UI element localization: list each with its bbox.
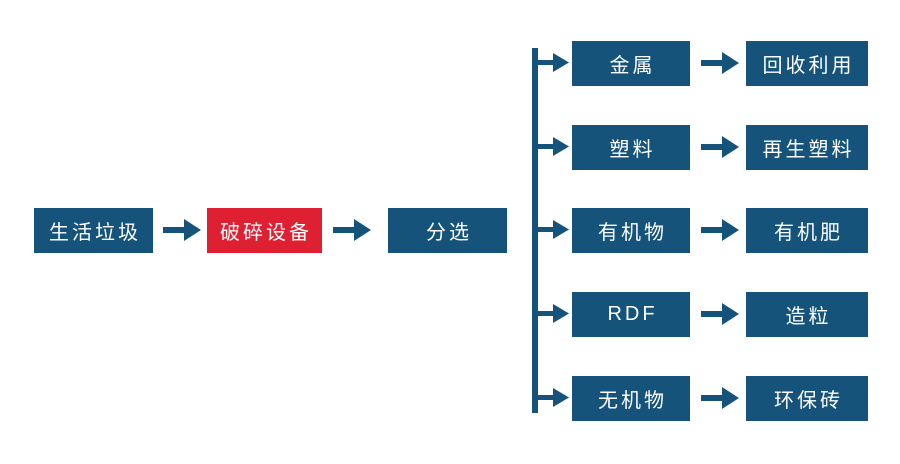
arrow-right-icon xyxy=(700,300,740,328)
branch-node-recycled-plastic: 再生塑料 xyxy=(746,125,868,170)
branch-node-eco-brick: 环保砖 xyxy=(746,376,868,421)
branch-node-recycling: 回收利用 xyxy=(746,41,868,86)
branch-node-plastic: 塑料 xyxy=(572,125,690,170)
flow-node-sorting: 分选 xyxy=(388,208,507,253)
arrow-right-icon xyxy=(534,384,570,412)
branch-node-inorganic-matter: 无机物 xyxy=(572,376,690,421)
arrow-right-icon xyxy=(534,216,570,244)
arrow-right-icon xyxy=(534,49,570,77)
arrow-right-icon xyxy=(534,300,570,328)
branch-node-organic-fertilizer: 有机肥 xyxy=(746,208,868,253)
branch-node-granulation: 造粒 xyxy=(746,292,868,337)
branch-node-organic-matter: 有机物 xyxy=(572,208,690,253)
arrow-right-icon xyxy=(162,216,202,244)
branch-node-rdf: RDF xyxy=(572,292,690,337)
arrow-right-icon xyxy=(700,49,740,77)
arrow-right-icon xyxy=(700,384,740,412)
arrow-right-icon xyxy=(534,133,570,161)
arrow-right-icon xyxy=(700,133,740,161)
branch-node-metal: 金属 xyxy=(572,41,690,86)
flow-node-crushing-equipment: 破碎设备 xyxy=(207,208,322,253)
flow-node-household-waste: 生活垃圾 xyxy=(34,208,153,253)
arrow-right-icon xyxy=(700,216,740,244)
arrow-right-icon xyxy=(332,216,372,244)
